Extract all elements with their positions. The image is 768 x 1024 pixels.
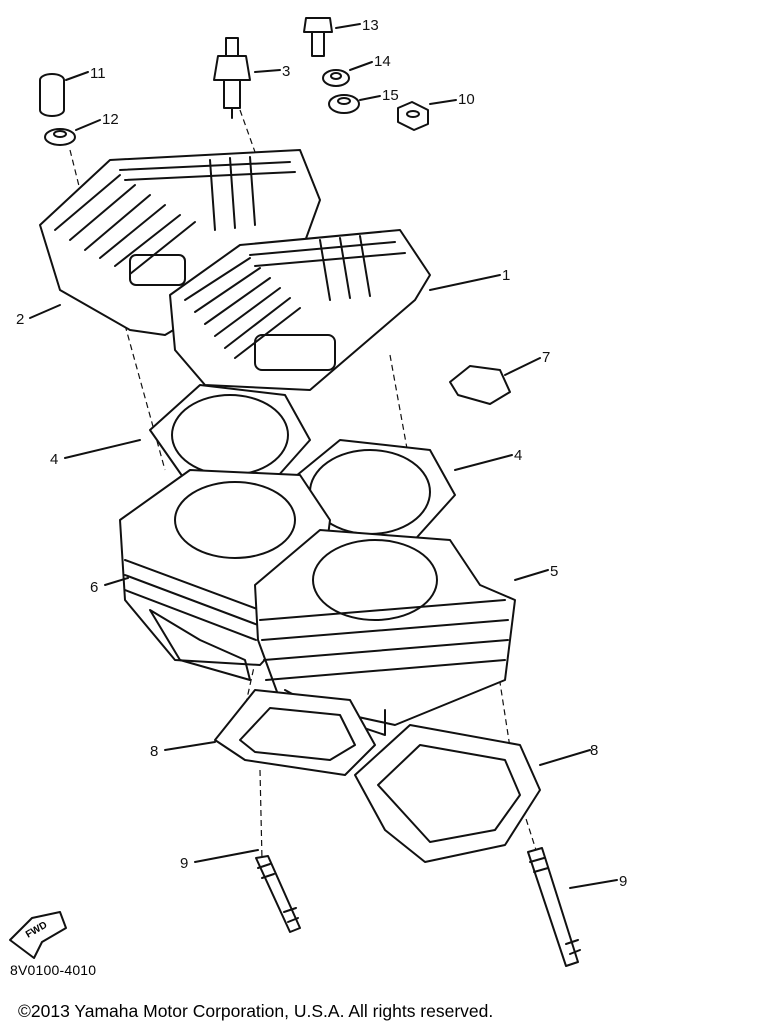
callout-8-front: 8 [590,742,598,759]
diagram-part-code: 8V0100-4010 [10,962,97,978]
base-gasket-rear [214,689,376,776]
callout-11: 11 [90,65,106,82]
callout-12: 12 [102,111,119,128]
head-gasket-rear [149,384,311,486]
callout-7: 7 [542,349,550,366]
washer-12 [44,128,76,146]
cylinder-head-rear [39,149,321,336]
callout-10: 10 [458,91,475,108]
stud-front [527,847,581,967]
callout-4-rear: 4 [50,451,58,468]
callout-3: 3 [282,63,290,80]
bracket-7 [449,365,511,405]
forward-arrow-icon: FWD [9,911,67,959]
bolt-13 [303,17,333,57]
callout-9-front: 9 [619,873,627,890]
callout-9-rear: 9 [180,855,188,872]
callout-1: 1 [502,267,510,284]
spark-plug [213,37,251,119]
stud-rear [255,855,301,933]
callout-14: 14 [374,53,391,70]
cylinder-head-front [169,229,431,391]
callout-4-front: 4 [514,447,522,464]
washer-14 [322,69,350,87]
callout-13: 13 [362,17,379,34]
callout-15: 15 [382,87,399,104]
callout-5: 5 [550,563,558,580]
copyright-notice: ©2013 Yamaha Motor Corporation, U.S.A. A… [18,1001,494,1021]
callout-8-rear: 8 [150,743,158,760]
callout-2: 2 [16,311,24,328]
washer-15 [328,94,360,114]
nut-10 [397,101,429,131]
spacer-11 [39,73,65,117]
callout-6: 6 [90,579,98,596]
leader-lines [29,23,618,889]
callout-labels: 13 3 14 15 10 11 12 1 2 7 4 4 5 6 8 8 9 … [16,17,627,890]
base-gasket-front [354,724,541,863]
